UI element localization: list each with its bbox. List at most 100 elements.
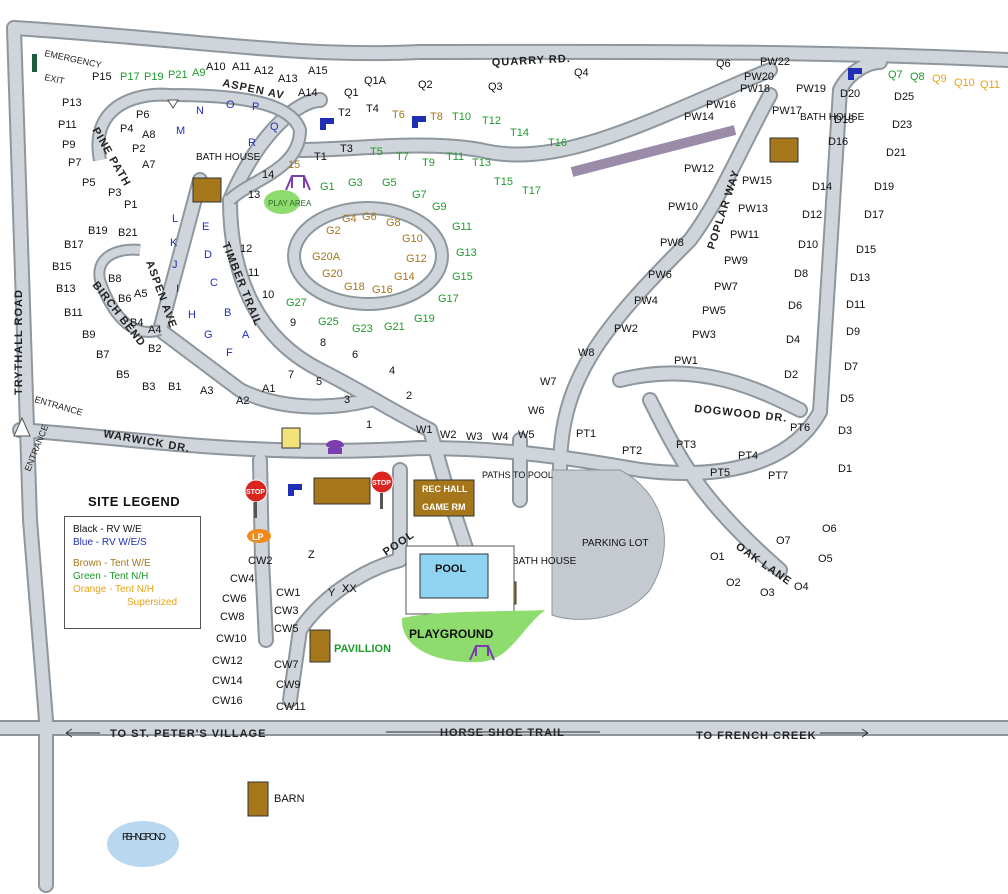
site-label-4: 4 [389,365,395,377]
site-label-d1: D1 [838,463,852,475]
site-label-p3: P3 [108,187,121,199]
site-label-b9: B9 [82,329,95,341]
water-tap-icon [848,68,862,80]
playground-label: PLAYGROUND [409,627,494,641]
site-label-2: 2 [406,390,412,402]
site-label-pw8: PW8 [660,237,684,249]
site-label-cw11: CW11 [276,701,306,713]
site-label-t11: T11 [446,151,464,163]
site-label-p6: P6 [136,109,149,121]
site-label-d15: D15 [856,244,876,256]
site-label-g4: G4 [342,213,357,225]
site-label-m: M [176,125,185,137]
site-label-a5: A5 [134,288,147,300]
site-label-p9: P9 [62,139,75,151]
site-label-d6: D6 [788,300,802,312]
site-label-5: 5 [316,376,322,388]
site-label-w2: W2 [440,429,457,441]
paths-to-pool-label: PATHS TO POOL [482,470,553,480]
site-label-w5: W5 [518,429,535,441]
site-label-o1: O1 [710,551,725,563]
site-label-o: O [226,99,235,111]
site-label-q7: Q7 [888,69,903,81]
site-label-pw3: PW3 [692,329,716,341]
bath-house-building-2 [769,137,799,163]
site-label-pt7: PT7 [768,470,788,482]
site-label-b7: B7 [96,349,109,361]
fishing-pond [107,821,179,867]
site-label-p4: P4 [120,123,133,135]
site-label-p11: P11 [58,119,77,131]
site-label-d19: D19 [874,181,894,193]
site-label-pw22: PW22 [760,56,790,68]
site-label-p17: P17 [120,71,140,83]
site-label-g16: G16 [372,284,393,296]
site-label-b21: B21 [118,227,138,239]
site-label-pw18: PW18 [740,83,770,95]
site-label-10: 10 [262,289,274,301]
site-label-h: H [188,309,196,321]
rec-hall-label: REC HALL [422,484,468,494]
game-rm-label: GAME RM [422,502,466,512]
site-label-pw4: PW4 [634,295,658,307]
site-label-13: 13 [248,189,260,201]
site-label-g7: G7 [412,189,427,201]
site-label-11: 11 [248,267,259,279]
site-label-g9: G9 [432,201,447,213]
site-label-a1: A1 [262,383,275,395]
legend-item-blue: Blue - RV W/E/S [73,537,147,548]
site-label-a4: A4 [148,324,161,336]
site-label-q3: Q3 [488,81,503,93]
barn-building [247,781,269,817]
site-label-t3: T3 [340,143,353,155]
svg-text:STOP: STOP [246,489,265,496]
stop-sign-icon: STOP [244,479,268,518]
site-label-7: 7 [288,369,294,381]
site-label-o3: O3 [760,587,775,599]
site-label-q1: Q1 [344,87,359,99]
play-area [264,190,300,214]
hatched-path [570,125,737,177]
svg-text:STOP: STOP [372,480,391,487]
site-label-q4: Q4 [574,67,589,79]
site-label-pw6: PW6 [648,269,672,281]
site-label-c: C [210,277,218,289]
site-label-d3: D3 [838,425,852,437]
site-label-t17: T17 [522,185,541,197]
site-label-cw10: CW10 [216,633,247,645]
site-label-d17: D17 [864,209,884,221]
legend-item-supersized: Supersized [127,597,178,608]
site-label-pw16: PW16 [706,99,736,111]
playground-swing-icon [469,645,495,661]
site-label-t5: T5 [370,146,383,158]
trythall-road-label: TRYTHALL ROAD [13,289,25,395]
site-label-a12: A12 [254,65,274,77]
site-label-pw15: PW15 [742,175,772,187]
site-label-pw13: PW13 [738,203,768,215]
site-label-12: 12 [240,243,252,255]
site-label-d2: D2 [784,369,798,381]
site-label-pt2: PT2 [622,445,642,457]
site-label-p2: P2 [132,143,145,155]
water-tap-icon [320,118,334,130]
site-label-g11: G11 [452,221,472,233]
site-label-b19: B19 [88,225,108,237]
phone-icon [326,440,344,454]
site-label-f: F [226,347,233,359]
site-label-g5: G5 [382,177,397,189]
pool-label: POOL [435,563,466,575]
site-label-q6: Q6 [716,58,731,70]
small-triangle-icon [167,99,179,109]
site-label-p: P [252,101,259,113]
site-label-a2: A2 [236,395,249,407]
site-label-cw16: CW16 [212,695,243,707]
site-label-t16: T16 [548,137,567,149]
site-label-p21: P21 [168,69,188,81]
site-label-g12: G12 [406,253,427,265]
site-label-8: 8 [320,337,326,349]
site-label-xx: XX [342,583,357,595]
site-label-cw4: CW4 [230,573,254,585]
site-label-g14: G14 [394,271,415,283]
site-label-p5: P5 [82,177,95,189]
